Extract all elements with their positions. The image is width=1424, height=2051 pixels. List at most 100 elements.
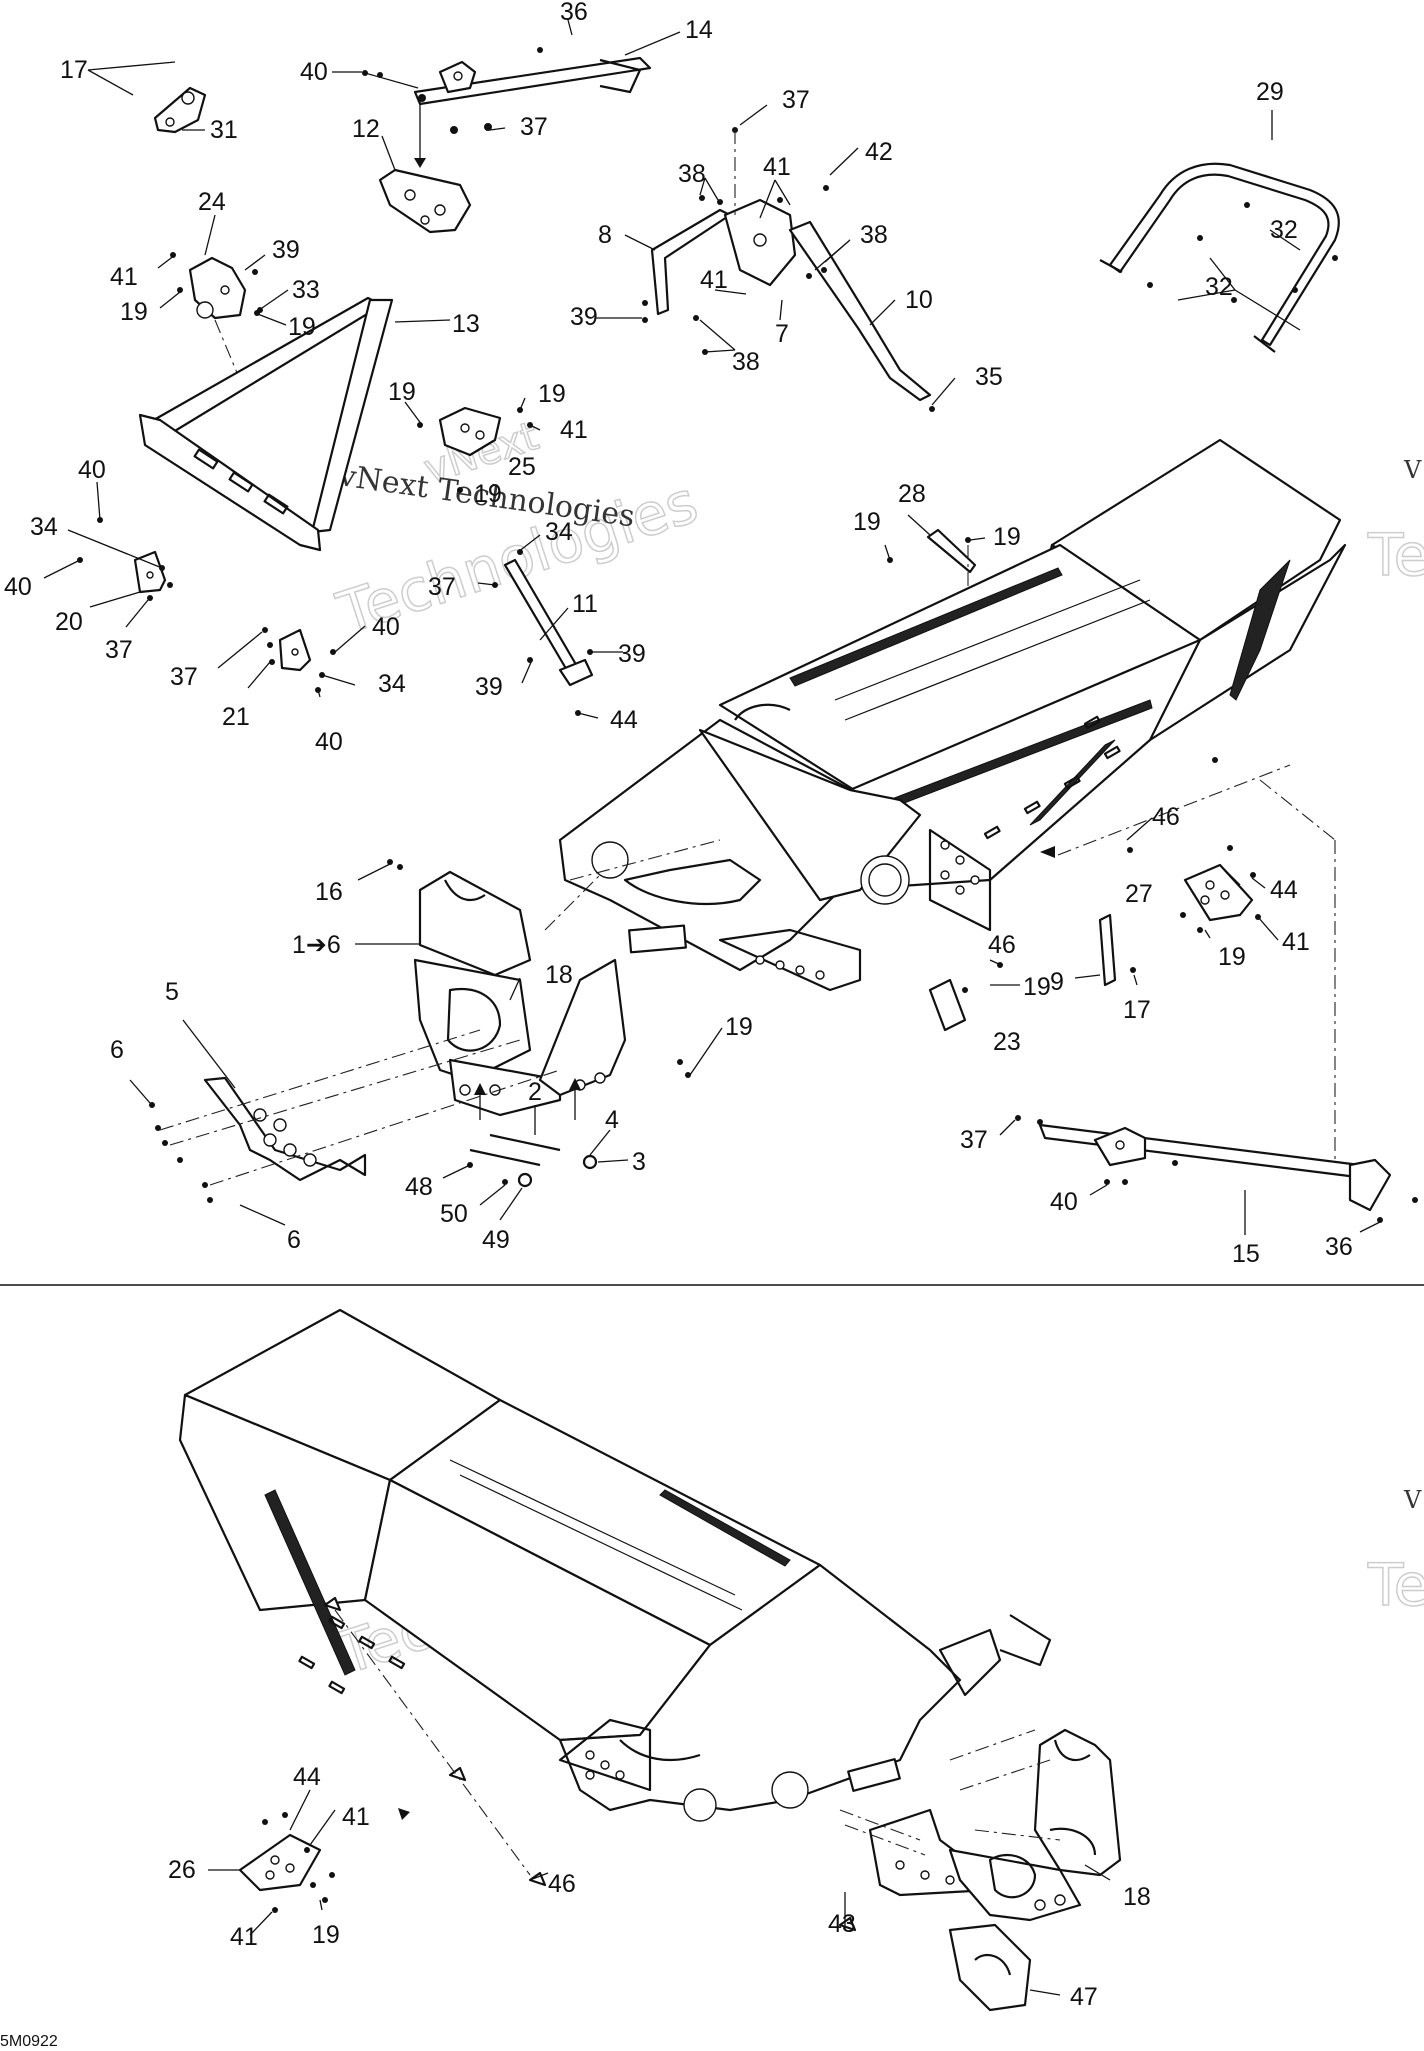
- callout-34a: 34: [30, 513, 58, 541]
- callout-39a: 39: [570, 303, 598, 331]
- strut-11: [492, 549, 594, 716]
- callout-40f: 40: [1050, 1188, 1078, 1216]
- suspension-brackets-bottom: [839, 1728, 1122, 2012]
- callout-23: 23: [993, 1028, 1021, 1056]
- callout-40d: 40: [372, 613, 400, 641]
- callout-34b: 34: [545, 518, 573, 546]
- supports-7-8-10: [642, 127, 935, 412]
- front-frame-bottom: [558, 1563, 1052, 1822]
- bumper-29: [1099, 162, 1340, 353]
- callout-42: 42: [865, 138, 893, 166]
- callout-35: 35: [975, 363, 1003, 391]
- callout-18a: 18: [545, 961, 573, 989]
- brace-14: [362, 47, 652, 134]
- callout-31: 31: [210, 116, 238, 144]
- callout-41f: 41: [342, 1803, 370, 1831]
- callout-19b: 19: [288, 313, 316, 341]
- callout-44b: 44: [1270, 876, 1298, 904]
- callout-19c: 19: [388, 378, 416, 406]
- callout-19j: 19: [1023, 973, 1051, 1001]
- callout-43: 43: [828, 1910, 856, 1938]
- callout-19g: 19: [993, 523, 1021, 551]
- callout-37c: 37: [105, 636, 133, 664]
- front-frame-top: [558, 703, 992, 992]
- callout-19i: 19: [725, 1013, 753, 1041]
- callout-41a: 41: [763, 153, 791, 181]
- callout-19a: 19: [120, 298, 148, 326]
- callout-41e: 41: [1282, 928, 1310, 956]
- callout-19h: 19: [1218, 943, 1246, 971]
- callout-39d: 39: [475, 673, 503, 701]
- callout-37e: 37: [170, 663, 198, 691]
- a-frame-13: [138, 296, 394, 552]
- callout-16: 16: [315, 878, 343, 906]
- callout-38a: 38: [678, 160, 706, 188]
- callout-48: 48: [405, 1173, 433, 1201]
- callout-13: 13: [452, 310, 480, 338]
- callout-6a: 6: [110, 1036, 124, 1064]
- callout-32a: 32: [1270, 216, 1298, 244]
- callout-17a: 17: [60, 56, 88, 84]
- callout-49: 49: [482, 1226, 510, 1254]
- hardware-2-3-4-48-49-50: [467, 1078, 598, 1188]
- callout-33: 33: [292, 276, 320, 304]
- callout-46b: 46: [988, 931, 1016, 959]
- callout-40c: 40: [4, 573, 32, 601]
- callout-24: 24: [198, 188, 226, 216]
- suspension-brackets-top: [387, 839, 721, 1117]
- callout-7: 7: [775, 320, 789, 348]
- callout-11: 11: [572, 590, 598, 618]
- callout-39c: 39: [618, 640, 646, 668]
- callout-47: 47: [1070, 1983, 1098, 2011]
- callout-41g: 41: [230, 1923, 258, 1951]
- callout-10: 10: [905, 286, 933, 314]
- callout-27: 27: [1125, 880, 1153, 908]
- callout-15: 15: [1232, 1240, 1260, 1268]
- callout-36b: 36: [1325, 1233, 1353, 1261]
- callout-29: 29: [1256, 78, 1284, 106]
- bottom-exploded-view: [178, 1308, 1122, 2012]
- bracket-12: [378, 168, 472, 234]
- reference-code: 5M0922: [0, 2033, 58, 2050]
- callout-40a: 40: [300, 58, 328, 86]
- callout-32b: 32: [1205, 273, 1233, 301]
- callout-41b: 41: [700, 266, 728, 294]
- callout-37f: 37: [960, 1126, 988, 1154]
- part-26-bottom: [238, 1596, 857, 1932]
- brackets-20-21: [77, 517, 336, 693]
- callout-46a: 46: [1152, 803, 1180, 831]
- callout-19f: 19: [853, 508, 881, 536]
- callout-20: 20: [55, 608, 83, 636]
- callout-41d: 41: [560, 416, 588, 444]
- callout-40b: 40: [78, 456, 106, 484]
- callout-37d: 37: [428, 573, 456, 601]
- side-plate-5: [149, 1029, 561, 1203]
- callout-25: 25: [508, 453, 536, 481]
- tunnel-bottom: [178, 1308, 822, 1742]
- callout-18b: 18: [1123, 1883, 1151, 1911]
- callout-34c: 34: [378, 670, 406, 698]
- callout-37b: 37: [782, 86, 810, 114]
- callout-19e: 19: [474, 480, 502, 508]
- callout-3: 3: [632, 1148, 646, 1176]
- parts-9-23-27-46: [928, 757, 1336, 1170]
- callout-44c: 44: [293, 1763, 321, 1791]
- bracket-24: [170, 252, 263, 381]
- callout-46c: 46: [548, 1870, 576, 1898]
- callout-5: 5: [165, 978, 179, 1006]
- callout-38c: 38: [732, 348, 760, 376]
- callout-19k: 19: [312, 1921, 340, 1949]
- callout-14: 14: [685, 16, 713, 44]
- callout-9: 9: [1050, 968, 1064, 996]
- top-exploded-view: [77, 47, 1418, 1223]
- callout-36a: 36: [560, 0, 588, 26]
- callout-37a: 37: [520, 113, 548, 141]
- callout-21: 21: [222, 703, 250, 731]
- callout-50: 50: [440, 1200, 468, 1228]
- tunnel-top: [718, 438, 1347, 892]
- leader-lines: [43, 19, 1381, 1996]
- bracket-25: [417, 406, 533, 493]
- watermark-edge-v-top: V: [1403, 456, 1422, 484]
- watermark-edge-te-bottom: Te: [1367, 1551, 1424, 1619]
